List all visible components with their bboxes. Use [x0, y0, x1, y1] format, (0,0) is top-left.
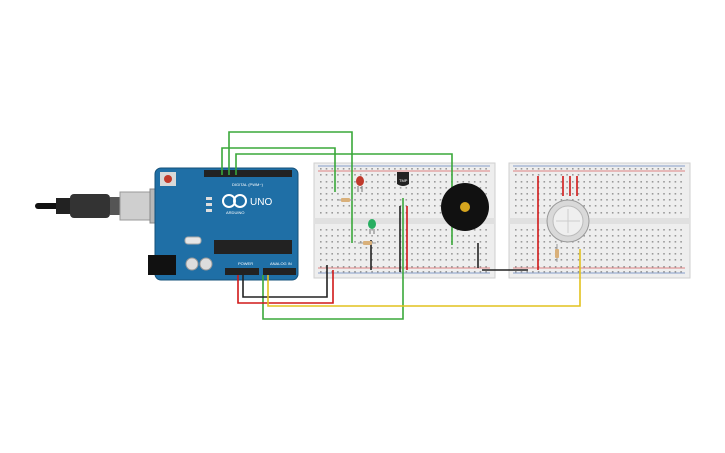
digital-header[interactable] [204, 170, 292, 177]
wire-green-2[interactable] [221, 147, 336, 192]
resistor-3[interactable] [555, 244, 559, 262]
resistor-1[interactable] [337, 198, 353, 202]
capacitor [185, 257, 199, 271]
piezo-buzzer[interactable] [441, 183, 489, 231]
breadboard-right[interactable] [508, 162, 691, 279]
wire-rails-right[interactable] [537, 176, 578, 270]
power-jack [148, 255, 176, 275]
arduino-board[interactable]: DIGITAL (PWM~) UNO ARDUINO POWER ANALOG … [148, 167, 299, 281]
wire-red-1[interactable] [237, 270, 334, 304]
wire-black-1[interactable] [242, 265, 328, 298]
usb-cable [35, 188, 175, 224]
capacitor [199, 257, 213, 271]
infinity-logo-icon [222, 194, 247, 208]
wire-green-1[interactable] [228, 131, 353, 243]
red-led[interactable] [356, 176, 364, 192]
analog-header[interactable] [263, 268, 296, 275]
wire-yellow-1[interactable] [267, 249, 581, 307]
analog-header-label: ANALOG IN [270, 261, 292, 266]
resistor-2[interactable] [358, 241, 376, 245]
digital-header-label: DIGITAL (PWM~) [232, 182, 264, 187]
microcontroller-chip [214, 240, 292, 254]
gas-sensor[interactable] [546, 199, 590, 243]
sensor-label: TMP [399, 178, 408, 183]
green-led[interactable] [368, 219, 376, 234]
power-header[interactable] [225, 268, 259, 275]
board-name: UNO [250, 197, 272, 208]
brand-label: ARDUINO [226, 210, 244, 215]
temperature-sensor[interactable]: TMP [397, 172, 409, 186]
power-header-label: POWER [238, 261, 253, 266]
